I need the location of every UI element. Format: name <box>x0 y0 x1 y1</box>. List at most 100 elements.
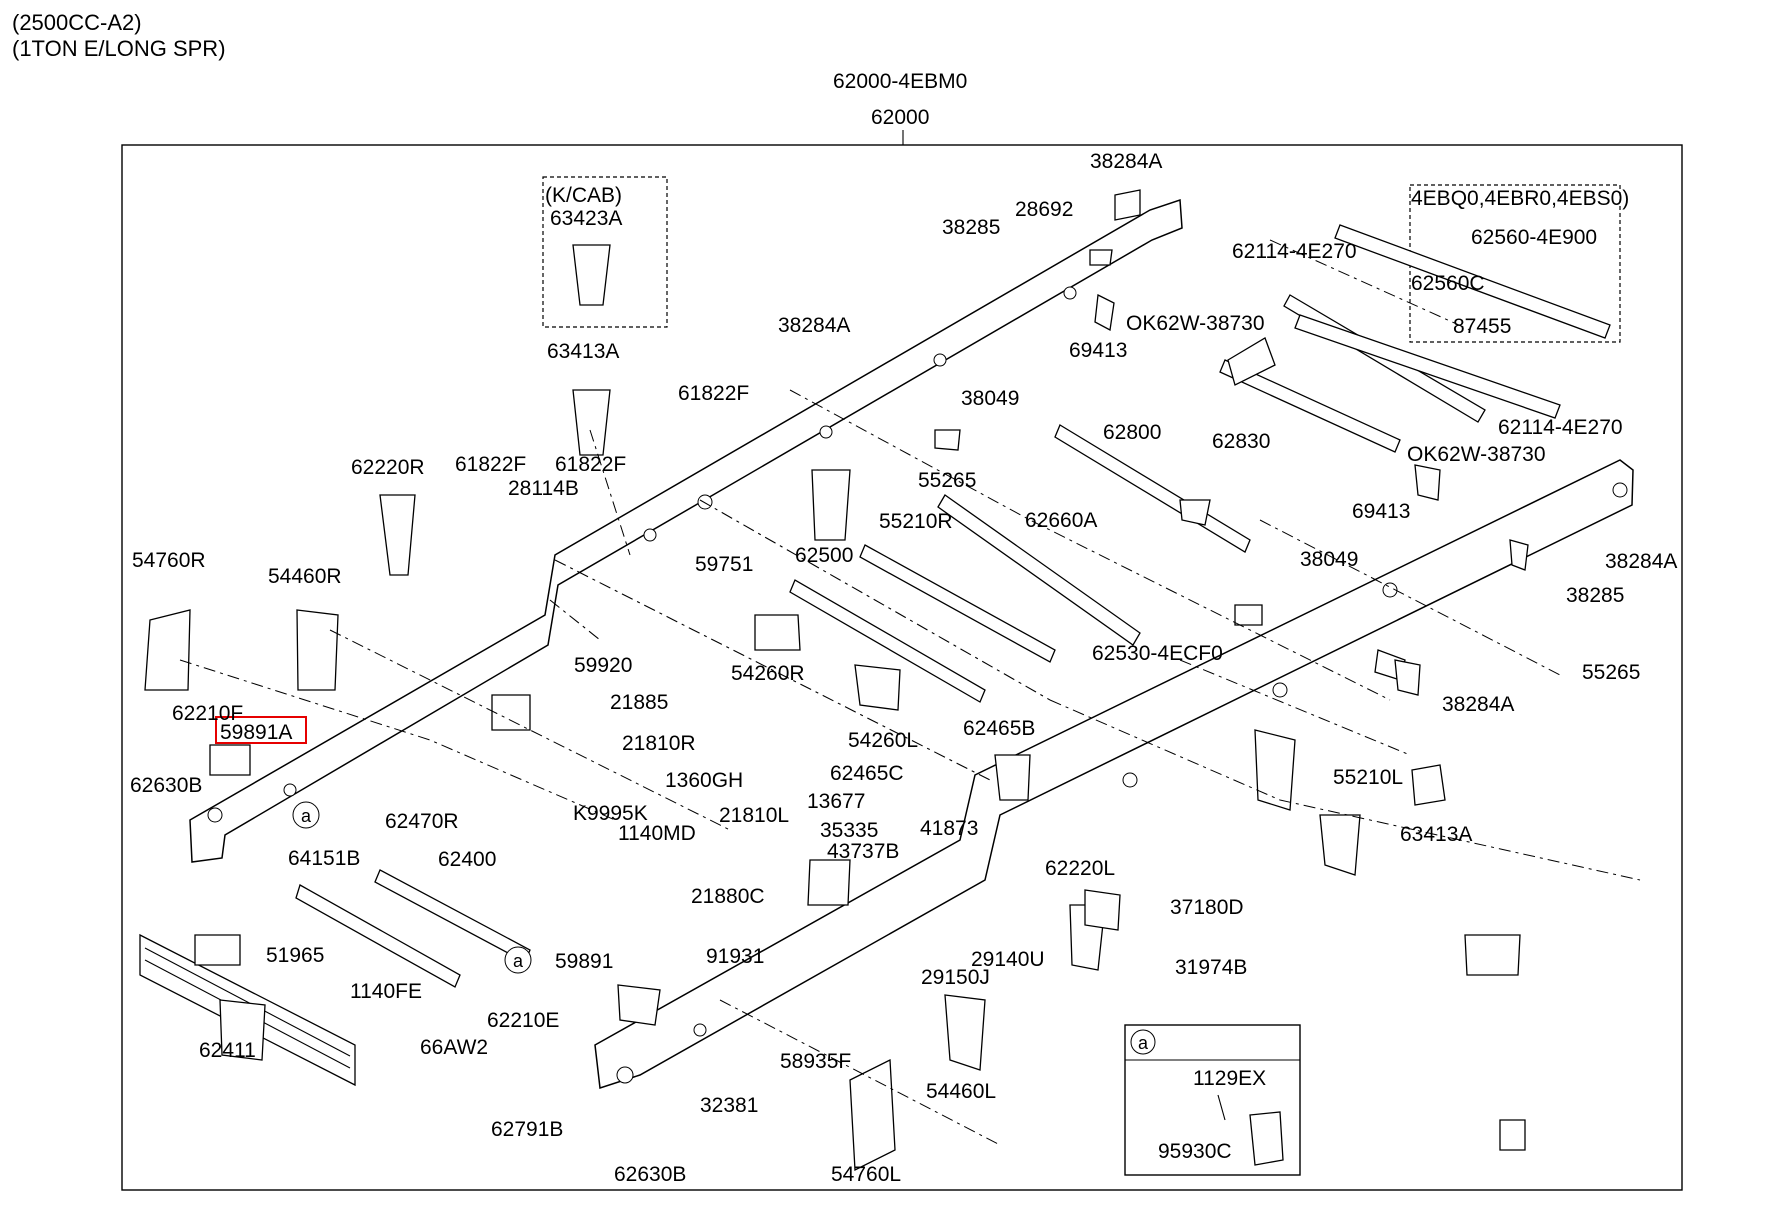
part-callout-28114b[interactable]: 28114B <box>508 477 579 500</box>
part-callout-54460l[interactable]: 54460L <box>926 1080 996 1103</box>
part-callout-38285[interactable]: 38285 <box>1566 584 1624 607</box>
detail-a-box <box>1124 1024 1301 1176</box>
part-callout-54460r[interactable]: 54460R <box>268 565 342 588</box>
part-callouts: 63423A63413A38284A286923828562114-4E270O… <box>130 150 1677 1186</box>
part-callout-1140fe[interactable]: 1140FE <box>350 980 422 1003</box>
detail-a-marker-label: a <box>1138 1033 1149 1053</box>
part-callout-62470r[interactable]: 62470R <box>385 810 459 833</box>
part-callout-55265[interactable]: 55265 <box>918 469 976 492</box>
part-callout-37180d[interactable]: 37180D <box>1170 896 1244 919</box>
part-callout-21810r[interactable]: 21810R <box>622 732 696 755</box>
part-callout-62411[interactable]: 62411 <box>199 1039 256 1062</box>
kcab-option-label: (K/CAB) <box>545 184 622 207</box>
crossmember-option-box <box>1409 184 1621 343</box>
part-callout-62220r[interactable]: 62220R <box>351 456 425 479</box>
part-callout-62114-4e270[interactable]: 62114-4E270 <box>1498 416 1623 439</box>
assembly-number-label: 62000 <box>871 106 929 129</box>
part-callout-55210l[interactable]: 55210L <box>1333 766 1403 789</box>
part-callout-91931[interactable]: 91931 <box>706 945 764 968</box>
part-callout-51965[interactable]: 51965 <box>266 944 324 967</box>
left-frame-rail <box>189 198 1183 863</box>
model-spec-label: (2500CC-A2) <box>12 10 142 35</box>
part-callout-62220l[interactable]: 62220L <box>1045 857 1115 880</box>
part-callout-62500[interactable]: 62500 <box>795 544 853 567</box>
small-brackets <box>144 189 1529 1172</box>
part-callout-21885[interactable]: 21885 <box>610 691 668 714</box>
part-callout-54760r[interactable]: 54760R <box>132 549 206 572</box>
assembly-dash-lines <box>179 239 1641 1146</box>
part-callout-62400[interactable]: 62400 <box>438 848 496 871</box>
part-callout-63413a[interactable]: 63413A <box>1400 823 1472 846</box>
part-callout-38284a[interactable]: 38284A <box>778 314 850 337</box>
part-callout-62630b[interactable]: 62630B <box>130 774 202 797</box>
part-callout-54260l[interactable]: 54260L <box>848 729 918 752</box>
part-callout-38284a[interactable]: 38284A <box>1605 550 1677 573</box>
part-callout-62630b[interactable]: 62630B <box>614 1163 686 1186</box>
part-callout-38284a[interactable]: 38284A <box>1442 693 1514 716</box>
part-callout-31974b[interactable]: 31974B <box>1175 956 1247 979</box>
part-callout-38284a[interactable]: 38284A <box>1090 150 1162 173</box>
part-callout-62465b[interactable]: 62465B <box>963 717 1035 740</box>
part-callout-55265[interactable]: 55265 <box>1582 661 1640 684</box>
part-callout-59751[interactable]: 59751 <box>695 553 753 576</box>
diagram-border <box>121 144 1683 1191</box>
part-callout-62560c[interactable]: 62560C <box>1411 272 1485 295</box>
part-callout-35335[interactable]: 35335 <box>820 819 878 842</box>
part-callout-62210f[interactable]: 62210F <box>172 702 243 725</box>
part-callout-43737b[interactable]: 43737B <box>827 840 899 863</box>
part-callout-58935f[interactable]: 58935F <box>780 1050 851 1073</box>
part-callout-62210e[interactable]: 62210E <box>487 1009 559 1032</box>
part-callout-41873[interactable]: 41873 <box>920 817 978 840</box>
part-callout-k9995k[interactable]: K9995K <box>573 802 648 825</box>
highlighted-part-label[interactable]: 59891A <box>220 721 292 744</box>
leader-a-label: a <box>513 951 524 971</box>
part-callout-62530-4ecf0[interactable]: 62530-4ECF0 <box>1092 642 1223 665</box>
detail-a-bracket <box>1249 1111 1284 1166</box>
part-callout-63413a[interactable]: 63413A <box>547 340 619 363</box>
part-callout-62560-4e900[interactable]: 62560-4E900 <box>1471 226 1597 249</box>
part-callout-59920[interactable]: 59920 <box>574 654 632 677</box>
part-callout-38049[interactable]: 38049 <box>1300 548 1358 571</box>
part-callout-69413[interactable]: 69413 <box>1352 500 1410 523</box>
part-callout-32381[interactable]: 32381 <box>700 1094 758 1117</box>
part-callout-ok62w-38730[interactable]: OK62W-38730 <box>1126 312 1265 335</box>
part-callout-61822f[interactable]: 61822F <box>555 453 626 476</box>
highlighted-part-box <box>215 716 307 744</box>
part-callout-87455[interactable]: 87455 <box>1453 315 1511 338</box>
part-callout-1360gh[interactable]: 1360GH <box>665 769 743 792</box>
tube-crossmembers <box>295 224 1611 988</box>
part-callout-62465c[interactable]: 62465C <box>830 762 904 785</box>
part-callout-64151b[interactable]: 64151B <box>288 847 360 870</box>
part-callout-38049[interactable]: 38049 <box>961 387 1019 410</box>
part-callout-62114-4e270[interactable]: 62114-4E270 <box>1232 240 1357 263</box>
part-callout-1140md[interactable]: 1140MD <box>618 822 696 845</box>
part-callout-29150j[interactable]: 29150J <box>921 966 990 989</box>
rail-centerline <box>549 499 1051 781</box>
part-callout-21880c[interactable]: 21880C <box>691 885 765 908</box>
part-callout-38285[interactable]: 38285 <box>942 216 1000 239</box>
part-callout-95930c[interactable]: 95930C <box>1158 1140 1232 1163</box>
part-callout-21810l[interactable]: 21810L <box>719 804 789 827</box>
part-callout-13677[interactable]: 13677 <box>807 790 865 813</box>
leader-markers: a a <box>292 801 532 974</box>
detail-a-marker <box>1130 1029 1156 1055</box>
part-callout-62791b[interactable]: 62791B <box>491 1118 563 1141</box>
part-callout-59891[interactable]: 59891 <box>555 950 613 973</box>
part-callout-62800[interactable]: 62800 <box>1103 421 1161 444</box>
part-callout-61822f[interactable]: 61822F <box>455 453 526 476</box>
part-callout-55210r[interactable]: 55210R <box>879 510 953 533</box>
part-callout-62660a[interactable]: 62660A <box>1025 509 1097 532</box>
part-callout-29140u[interactable]: 29140U <box>971 948 1045 971</box>
part-callout-69413[interactable]: 69413 <box>1069 339 1127 362</box>
part-callout-61822f[interactable]: 61822F <box>678 382 749 405</box>
part-callout-54260r[interactable]: 54260R <box>731 662 805 685</box>
part-callout-1129ex[interactable]: 1129EX <box>1193 1067 1266 1090</box>
kcab-option-box <box>542 176 668 328</box>
part-callout-54760l[interactable]: 54760L <box>831 1163 901 1186</box>
part-callout-62830[interactable]: 62830 <box>1212 430 1270 453</box>
part-callout-63423a[interactable]: 63423A <box>550 207 622 230</box>
part-callout-66aw2[interactable]: 66AW2 <box>420 1036 488 1059</box>
part-callout-28692[interactable]: 28692 <box>1015 198 1073 221</box>
part-callout-ok62w-38730[interactable]: OK62W-38730 <box>1407 443 1546 466</box>
